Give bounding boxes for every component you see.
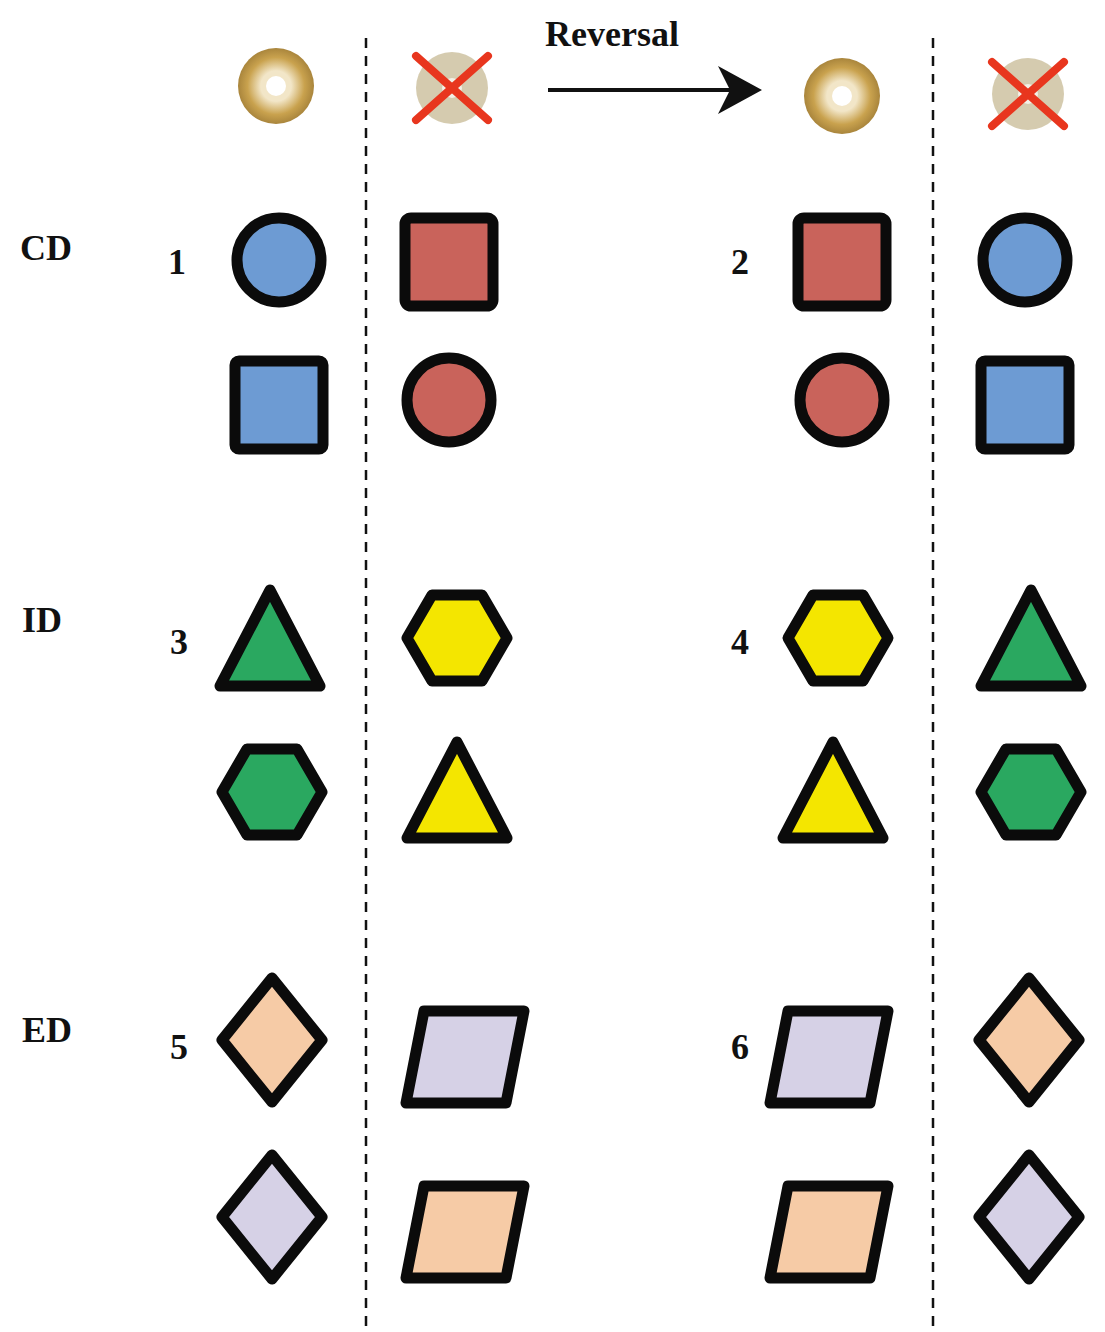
green-hexagon <box>222 749 322 835</box>
yellow-triangle <box>407 742 507 838</box>
no-reward-icon <box>416 52 488 124</box>
peach-parallelogram <box>406 1186 524 1278</box>
callout-number: 4 <box>731 624 749 660</box>
blue-circle <box>237 218 321 302</box>
divider-line <box>365 38 368 1332</box>
condition-label: ID <box>22 602 62 638</box>
red-square <box>798 218 886 306</box>
peach-diamond <box>979 978 1079 1102</box>
yellow-hexagon <box>788 595 888 681</box>
blue-square <box>235 361 323 449</box>
lavender-parallelogram <box>406 1011 524 1103</box>
red-circle <box>800 358 884 442</box>
green-hexagon <box>981 749 1081 835</box>
yellow-hexagon <box>407 595 507 681</box>
blue-square <box>981 361 1069 449</box>
callout-number: 5 <box>170 1029 188 1065</box>
arrow-label: Reversal <box>545 16 679 52</box>
callout-number: 1 <box>168 244 186 280</box>
peach-diamond <box>222 978 322 1102</box>
reward-icon <box>804 58 880 134</box>
peach-parallelogram <box>770 1186 888 1278</box>
condition-label: CD <box>20 230 72 266</box>
divider-line <box>932 38 935 1332</box>
green-triangle <box>220 590 320 686</box>
green-triangle <box>981 590 1081 686</box>
callout-number: 6 <box>731 1029 749 1065</box>
condition-label: ED <box>22 1012 72 1048</box>
lavender-parallelogram <box>770 1011 888 1103</box>
reward-icon <box>238 48 314 124</box>
yellow-triangle <box>783 742 883 838</box>
blue-circle <box>983 218 1067 302</box>
no-reward-icon <box>992 58 1064 130</box>
reversal-arrow <box>548 66 762 114</box>
red-square <box>405 218 493 306</box>
red-circle <box>407 358 491 442</box>
lavender-diamond <box>979 1155 1079 1279</box>
callout-number: 2 <box>731 244 749 280</box>
callout-number: 3 <box>170 624 188 660</box>
lavender-diamond <box>222 1155 322 1279</box>
